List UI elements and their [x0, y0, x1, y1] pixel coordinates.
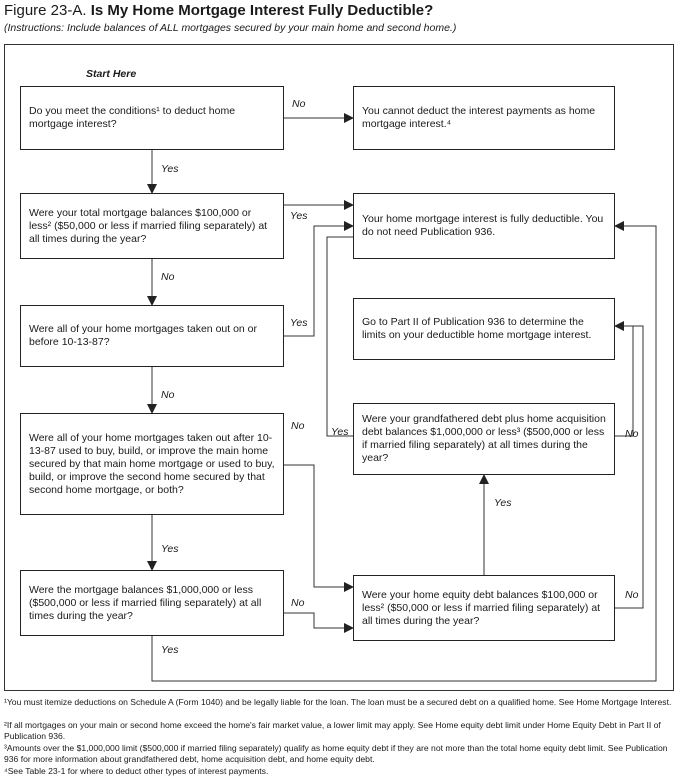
edge-label-yes: Yes — [161, 163, 179, 175]
edge-label-no: No — [161, 271, 175, 283]
edge-label-yes: Yes — [494, 497, 512, 509]
edge-label-no: No — [292, 98, 306, 110]
edge-label-no: No — [625, 428, 639, 440]
edge-label-yes: Yes — [331, 426, 349, 438]
edge-label-yes: Yes — [161, 543, 179, 555]
edge-q5-no — [284, 612, 354, 633]
figure-instructions: (Instructions: Include balances of ALL m… — [4, 22, 457, 34]
q5-mortgage-balances-box: Were the mortgage balances $1,000,000 or… — [20, 570, 284, 636]
edge-q6-yes — [326, 236, 353, 437]
q6-grandfathered-debt-box: Were your grandfathered debt plus home a… — [353, 403, 615, 475]
figure-label: Figure 23-A. — [4, 2, 87, 19]
result-fully-deductible-box: Your home mortgage interest is fully ded… — [353, 193, 615, 259]
result-not-deductible-box: You cannot deduct the interest payments … — [353, 86, 615, 150]
start-label: Start Here — [86, 68, 137, 80]
edge-q7-no — [615, 325, 644, 609]
edge-label-yes: Yes — [161, 644, 179, 656]
q3-before-date-box: Were all of your home mortgages taken ou… — [20, 305, 284, 367]
q1-conditions-box: Do you meet the conditions¹ to deduct ho… — [20, 86, 284, 150]
edge-label-no: No — [291, 597, 305, 609]
edge-q3-yes — [284, 221, 354, 337]
footnote-2: ²If all mortgages on your main or second… — [4, 720, 661, 741]
footnote-4: ⁴See Table 23-1 for where to deduct othe… — [4, 766, 269, 776]
footnote-3: ³Amounts over the $1,000,000 limit ($500… — [4, 743, 668, 764]
edge-q6-no — [614, 321, 634, 437]
edge-label-no: No — [161, 389, 175, 401]
edge-label-yes: Yes — [290, 317, 308, 329]
flowchart-frame — [4, 44, 674, 691]
edge-label-yes: Yes — [290, 210, 308, 222]
result-part-ii-box: Go to Part II of Publication 936 to dete… — [353, 298, 615, 360]
figure-heading: Is My Home Mortgage Interest Fully Deduc… — [90, 2, 434, 19]
edge-q5-yes — [151, 221, 657, 682]
edge-label-no: No — [625, 589, 639, 601]
edge-label-no: No — [291, 420, 305, 432]
footnote-1: ¹You must itemize deductions on Schedule… — [4, 697, 672, 707]
q2-total-balances-box: Were your total mortgage balances $100,0… — [20, 193, 284, 259]
q7-home-equity-box: Were your home equity debt balances $100… — [353, 575, 615, 641]
edge-q4-no — [284, 464, 354, 592]
figure-title: Figure 23-A. Is My Home Mortgage Interes… — [4, 2, 433, 19]
q4-use-of-mortgages-box: Were all of your home mortgages taken ou… — [20, 413, 284, 515]
